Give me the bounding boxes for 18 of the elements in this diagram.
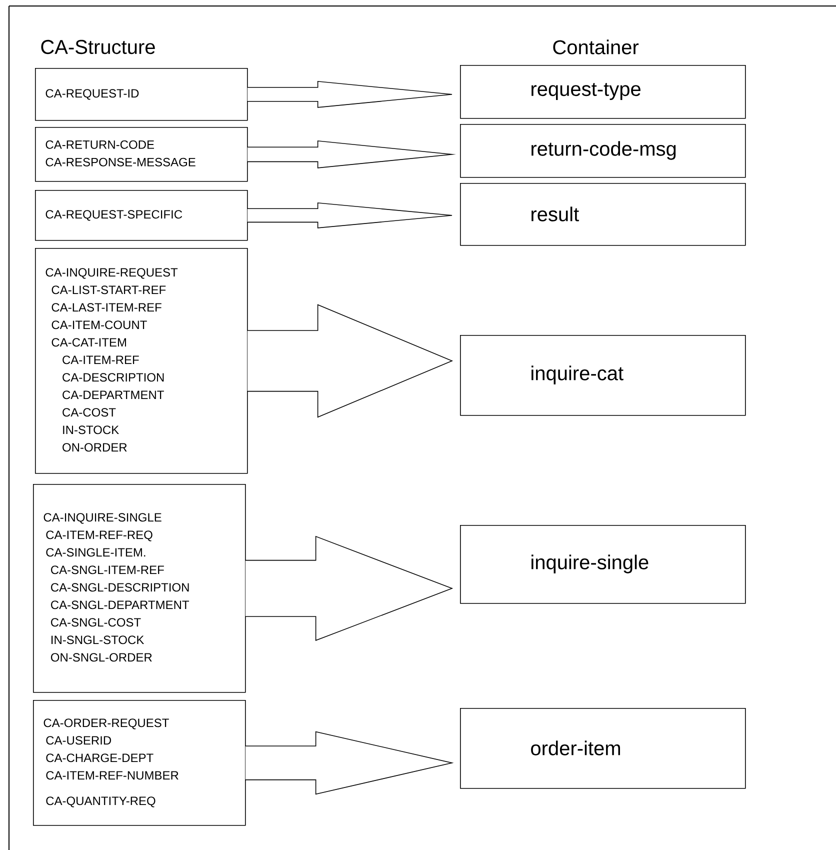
field-list-box: CA-ORDER-REQUEST CA-USERID CA-CHARGE-DEPT CA-ITEM-REF-NUMBER CA-QUANTITY-REQ — [33, 700, 246, 826]
hollow-arrow — [247, 304, 454, 418]
container-box: order-item — [460, 708, 746, 789]
field-list-box: CA-INQUIRE-SINGLE CA-ITEM-REF-REQ CA-SINGLE-ITEM. CA-SNGL-ITEM-REF CA-SNGL-DESCRIPTION CA-SNGL-DEPARTMENT CA-SNGL-COST IN-SNGL-STOCK ON-SNGL-ORDER — [33, 484, 246, 693]
hollow-arrow — [247, 140, 456, 168]
field-list-box: CA-REQUEST-ID — [35, 68, 248, 121]
container-box: inquire-single — [460, 525, 746, 604]
container-box: result — [460, 183, 746, 246]
field-list-box: CA-RETURN-CODE CA-RESPONSE-MESSAGE — [35, 127, 248, 182]
hollow-arrow — [247, 80, 452, 108]
hollow-arrow — [245, 731, 454, 795]
container-box: inquire-cat — [460, 335, 746, 416]
container-box: request-type — [460, 65, 746, 119]
field-list-box: CA-INQUIRE-REQUEST CA-LIST-START-REF CA-LAST-ITEM-REF CA-ITEM-COUNT CA-CAT-ITEM CA-ITEM-REF CA-DESCRIPTION CA-DEPARTMENT CA-COST IN-STOCK ON-ORDER — [35, 248, 248, 474]
hollow-arrow — [245, 536, 454, 641]
container-box: return-code-msg — [460, 124, 746, 178]
field-list-box: CA-REQUEST-SPECIFIC — [35, 190, 248, 241]
hollow-arrow — [247, 202, 452, 228]
